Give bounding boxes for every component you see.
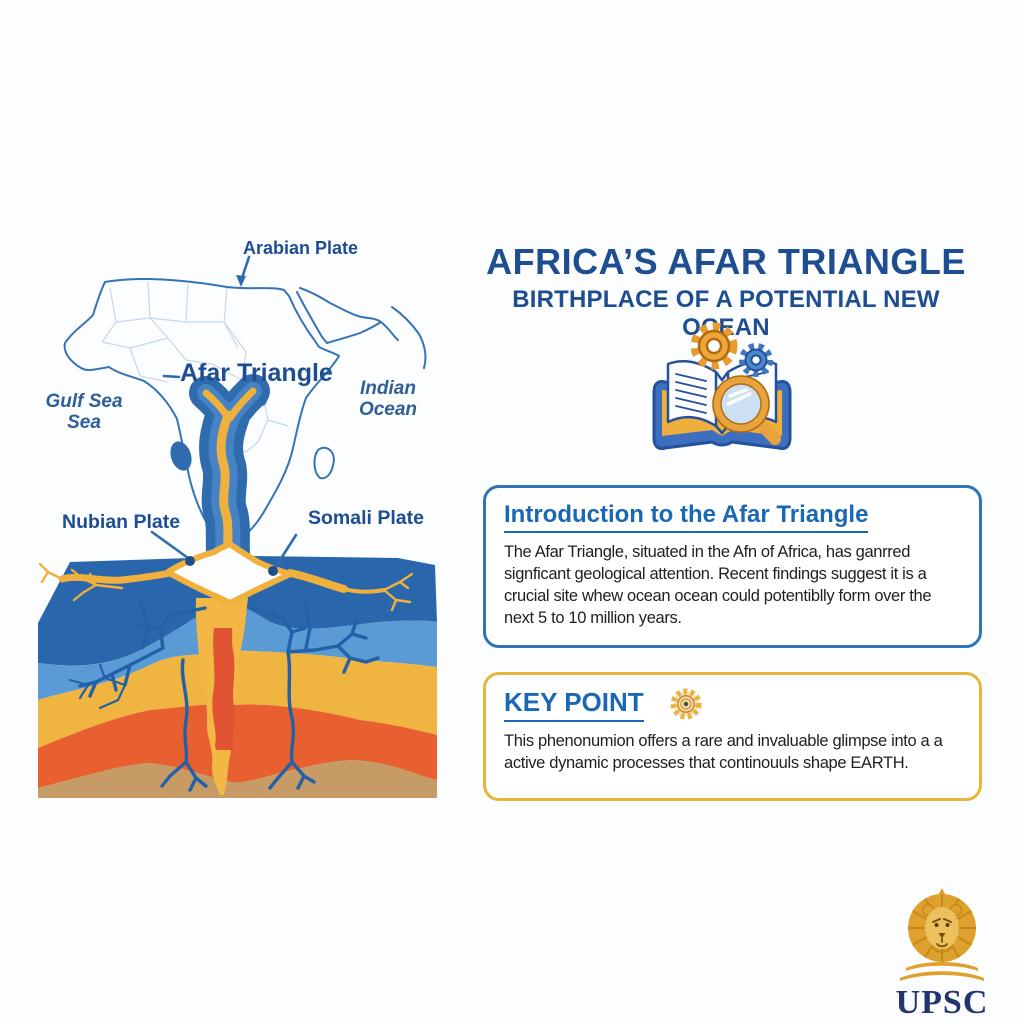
key-point-heading-row: KEY POINT	[504, 686, 961, 722]
layer-light-blue	[38, 604, 437, 700]
gear-blue-icon	[739, 343, 773, 377]
gear-orange-icon	[690, 322, 738, 370]
page-subtitle: BIRTHPLACE OF A POTENTIAL NEW OCEAN	[512, 285, 940, 341]
intro-heading: Introduction to the Afar Triangle	[504, 501, 869, 533]
gulf-sea-line1: Gulf Sea	[45, 391, 123, 412]
map-label-indian-ocean: Indian Ocean	[352, 378, 424, 421]
upsc-logo: UPSC	[878, 886, 1006, 1022]
map-label-arabian-plate: Arabian Plate	[243, 238, 359, 258]
layer-orange	[38, 704, 437, 788]
indian-ocean-line1: Indian	[360, 378, 416, 399]
somali-plate-dot	[268, 566, 278, 576]
page-lines	[675, 371, 769, 414]
layer-tan	[38, 760, 437, 798]
arabian-plate-arrowhead	[236, 275, 246, 287]
key-point-box: KEY POINT This phenonumion offers a rare…	[483, 672, 982, 801]
key-point-body: This phenonumion offers a rare and inval…	[504, 732, 943, 772]
upsc-logo-text: UPSC	[895, 984, 989, 1021]
map-label-afar-triangle: Afar Triangle	[180, 359, 333, 387]
magnifier-icon	[712, 375, 781, 445]
nubian-plate-dot	[185, 556, 195, 566]
indian-ocean-line2: Ocean	[358, 399, 418, 421]
layer-gold	[38, 650, 437, 748]
map-pointers	[150, 255, 298, 576]
page-title: AFRICA’S AFAR TRIANGLE	[486, 241, 966, 282]
intro-body: The Afar Triangle, situated in the Afn o…	[504, 543, 932, 627]
rift-band	[170, 374, 270, 584]
lion-emblem-icon	[900, 888, 984, 981]
rosette-badge-icon	[670, 688, 702, 720]
magma-column	[195, 598, 248, 795]
map-label-nubian-plate: Nubian Plate	[62, 511, 181, 533]
gold-crack-bands	[38, 562, 414, 612]
fracture-cracks	[68, 598, 380, 792]
title-block: AFRICA’S AFAR TRIANGLE BIRTHPLACE OF A P…	[465, 243, 987, 342]
map-label-gulf-sea: Gulf Sea Sea	[42, 391, 126, 434]
afar-diagram	[38, 255, 437, 798]
intro-box: Introduction to the Afar Triangle The Af…	[483, 485, 982, 648]
rift-junction-diamond	[165, 541, 293, 606]
key-point-heading: KEY POINT	[504, 687, 644, 722]
gulf-sea-line2: Sea	[67, 412, 101, 434]
map-label-somali-plate: Somali Plate	[308, 507, 424, 529]
book-magnifier-icon	[652, 322, 792, 450]
